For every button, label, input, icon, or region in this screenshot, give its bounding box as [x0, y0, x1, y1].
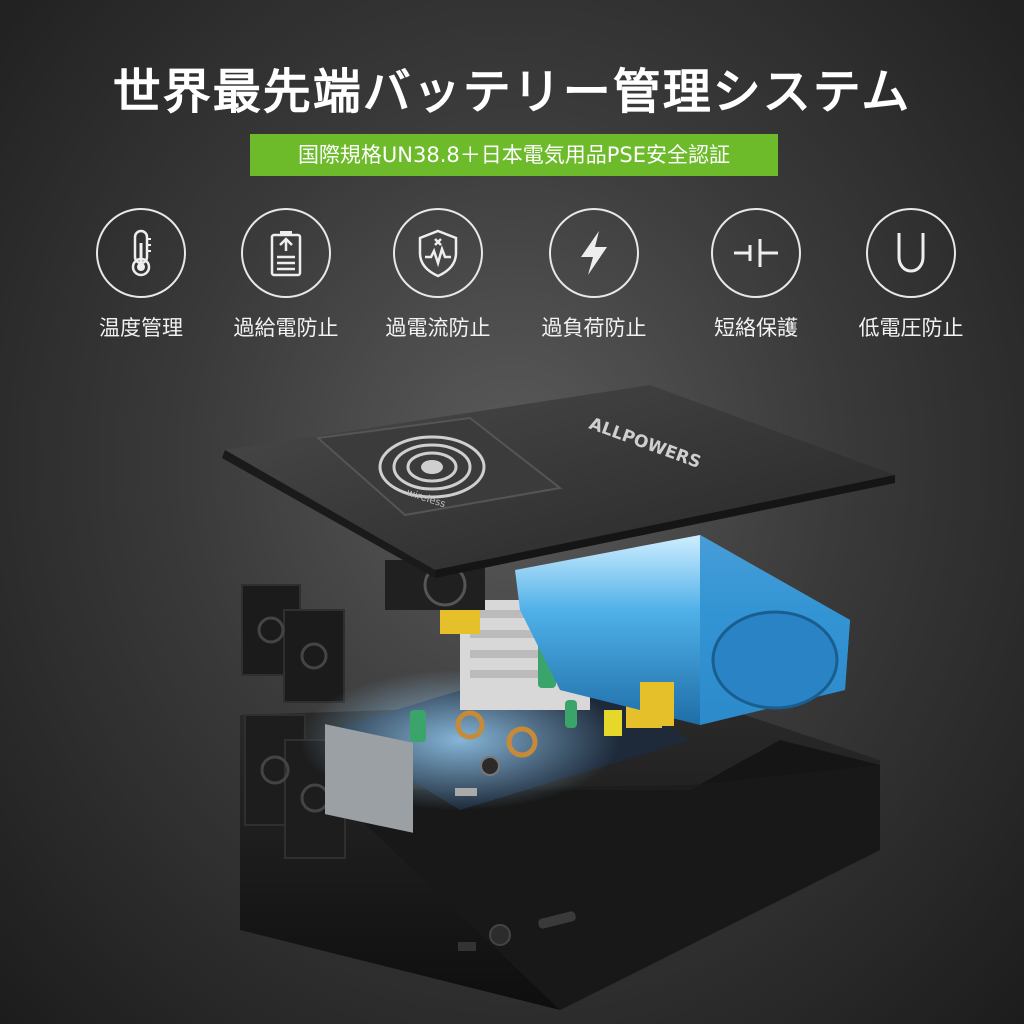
feature-overload: 過負荷防止 — [519, 208, 669, 342]
feature-label: 過負荷防止 — [541, 316, 647, 340]
certification-badge: 国際規格UN38.8＋日本電気用品PSE安全認証 — [250, 134, 778, 176]
feature-label: 温度管理 — [99, 316, 183, 340]
wireless-charging-lid: wireless ALLPOWERS — [222, 385, 895, 578]
lightning-icon — [581, 231, 607, 275]
feature-label: 低電圧防止 — [858, 316, 964, 340]
feature-label: 短絡保護 — [714, 316, 798, 340]
magnet-icon — [897, 233, 925, 273]
feature-label: 過給電防止 — [233, 316, 339, 340]
thermometer-icon — [131, 229, 151, 277]
power-station-exploded-view: wireless ALLPOWERS — [222, 385, 895, 1010]
page-title: 世界最先端バッテリー管理システム — [112, 64, 912, 120]
feature-label: 過電流防止 — [385, 316, 491, 340]
wireless-charging-icon — [378, 435, 486, 499]
feature-low-voltage: 低電圧防止 — [836, 208, 986, 342]
feature-overcharge: 過給電防止 — [211, 208, 361, 342]
short-circuit-icon — [734, 239, 778, 267]
battery-charge-icon — [270, 231, 302, 277]
feature-overcurrent: 過電流防止 — [363, 208, 513, 342]
feature-temperature: 温度管理 — [66, 208, 216, 342]
shield-current-icon — [418, 229, 458, 278]
feature-short-circuit: 短絡保護 — [681, 208, 831, 342]
battery-pack — [515, 535, 850, 726]
